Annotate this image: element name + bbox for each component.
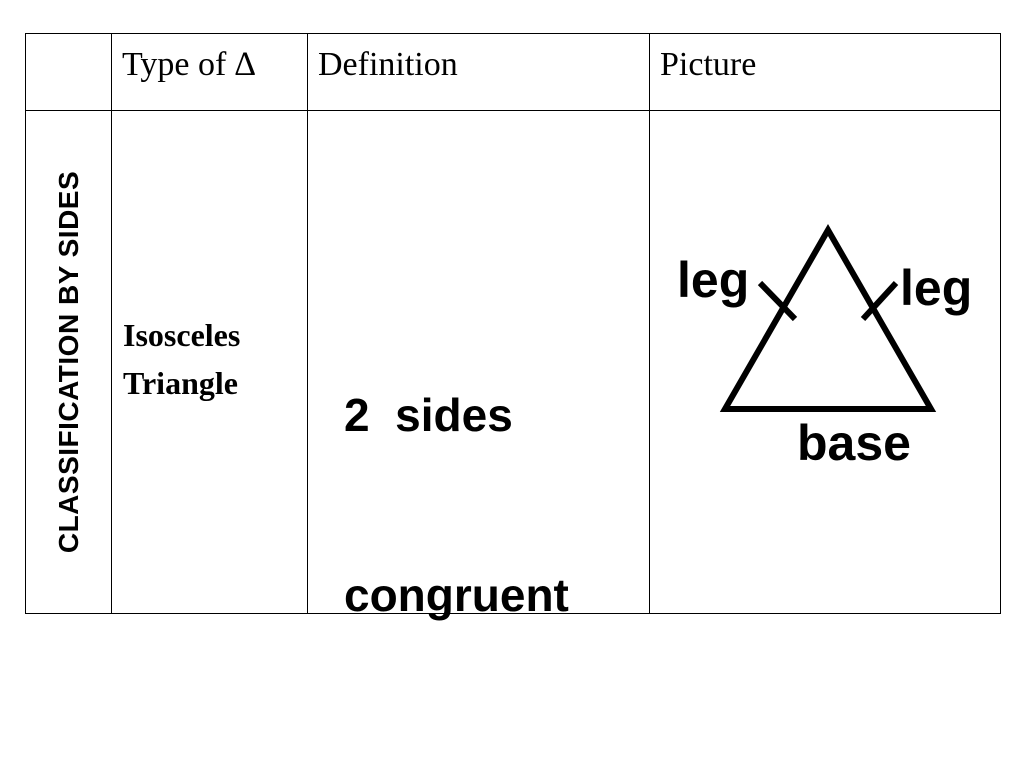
right-leg-label: leg <box>900 260 972 316</box>
header-definition-cell: Definition <box>307 33 650 111</box>
header-type-cell: Type of ∆ <box>111 33 308 111</box>
type-cell: Isosceles Triangle <box>111 110 308 614</box>
header-picture-cell: Picture <box>649 33 1001 111</box>
left-leg-label: leg <box>677 252 749 308</box>
header-row: Type of ∆ Definition Picture <box>25 33 1001 111</box>
header-definition: Definition <box>318 46 458 83</box>
group-label-cell: CLASSIFICATION BY SIDES <box>25 110 112 614</box>
header-blank <box>26 34 111 46</box>
header-type-of-triangle: Type of ∆ <box>122 46 256 83</box>
type-line-1: Isosceles <box>123 317 241 353</box>
definition-line-2: congruent <box>344 569 569 621</box>
picture-cell: leg leg base <box>649 110 1001 614</box>
definition-line-1: 2 sides <box>344 389 513 441</box>
definition-cell: 2 sides congruent <box>307 110 650 621</box>
triangle-type-name: Isosceles Triangle <box>123 311 240 407</box>
isosceles-triangle-diagram: leg leg base <box>677 223 972 471</box>
right-leg-tick-mark <box>860 280 899 322</box>
definition-text: 2 sides congruent <box>344 265 569 745</box>
classification-table: Type of ∆ Definition Picture CLASSIFICAT… <box>25 33 1001 621</box>
type-line-2: Triangle <box>123 365 238 401</box>
classification-by-sides-label: CLASSIFICATION BY SIDES <box>52 170 84 554</box>
base-label: base <box>797 415 911 471</box>
header-picture: Picture <box>660 46 757 83</box>
isosceles-row: CLASSIFICATION BY SIDES Isosceles Triang… <box>25 110 1001 621</box>
left-leg-tick-mark <box>757 280 798 322</box>
triangle-shape <box>719 223 937 412</box>
header-blank-cell <box>25 33 112 111</box>
